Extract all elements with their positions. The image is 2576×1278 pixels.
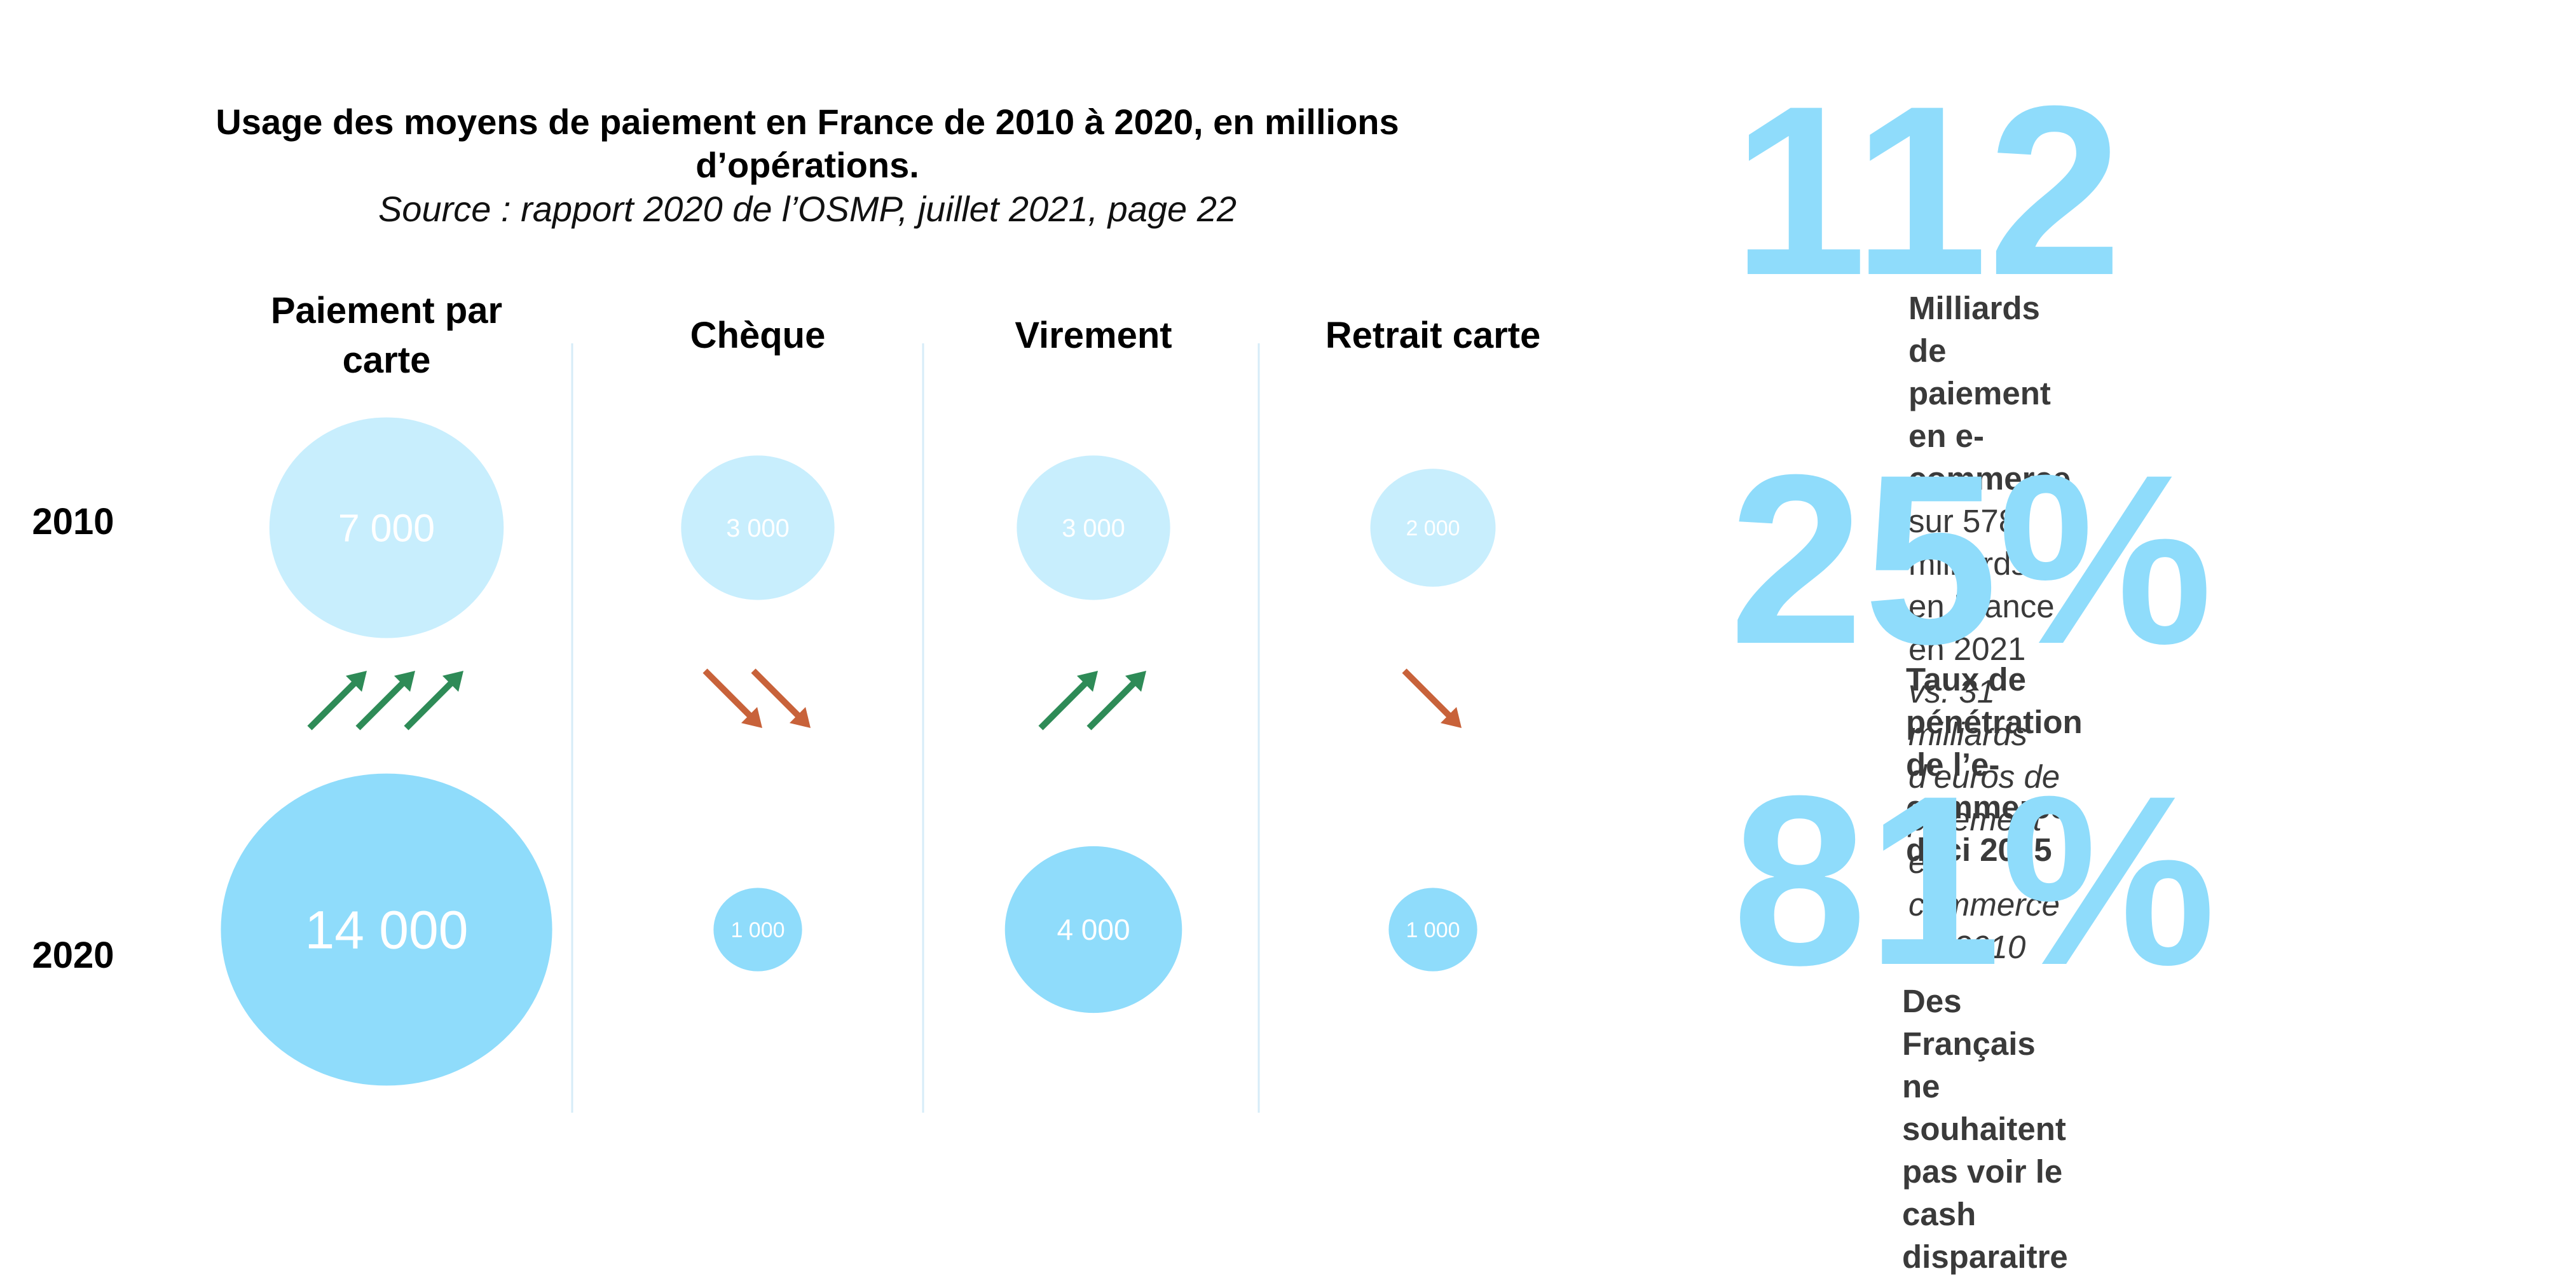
- arrow-up-head-icon: [1125, 671, 1146, 692]
- arrow-down-head-icon: [741, 706, 762, 728]
- stat-112-value: 112: [1732, 55, 2123, 326]
- chart-title: Usage des moyens de paiement en France d…: [121, 100, 1494, 231]
- stat-81-text: Des Français ne souhaitent pas voir le c…: [1902, 980, 2068, 1278]
- category-label: Retrait carte: [1326, 315, 1540, 356]
- category-label: carte: [343, 340, 431, 381]
- arrow-down-icon: [751, 668, 801, 718]
- arrow-down-icon: [1402, 668, 1452, 718]
- arrow-up-head-icon: [394, 671, 415, 692]
- arrow-up-icon: [1086, 680, 1137, 731]
- bubble-label: 7 000: [338, 506, 435, 549]
- arrow-up-icon: [355, 680, 406, 731]
- stat-112-line-1: Milliards de paiement en e-commerce: [1908, 290, 2071, 497]
- arrow-down-icon: [702, 668, 753, 718]
- bubble: [1004, 846, 1182, 1013]
- row-label: 2020: [32, 935, 114, 976]
- stat-112-line-4: commerce en 2010: [1908, 886, 2060, 965]
- stat-25-line-1: Taux de pénétration de l’e-commerce: [1906, 661, 2083, 825]
- bubble-label: 4 000: [1057, 913, 1130, 946]
- stat-25-value: 25%: [1729, 424, 2213, 694]
- stat-25-line-2: d’ici 2025: [1906, 832, 2052, 868]
- chart-title-line-2: d’opérations.: [695, 145, 919, 185]
- bubble-label: 1 000: [730, 918, 784, 942]
- chart-source: Source : rapport 2020 de l’OSMP, juillet…: [378, 189, 1237, 229]
- bubble-label: 3 000: [1062, 514, 1125, 542]
- bubble: [1388, 888, 1477, 972]
- stat-112-line-2: sur 578 milliards en France en 2021: [1908, 503, 2055, 667]
- arrow-up-icon: [404, 680, 454, 731]
- bubble: [713, 888, 802, 972]
- bubble-label: 1 000: [1406, 918, 1460, 942]
- stat-112-line-3: vs. 31 milliards d’euros de paiement e-: [1908, 673, 2060, 880]
- bubble-chart: Paiement par carte Chèque Virement Retrait c…: [32, 290, 1540, 1113]
- stat-81-value: 81%: [1732, 745, 2216, 1015]
- category-label: Chèque: [690, 315, 826, 356]
- bubble: [681, 455, 835, 600]
- row-label: 2010: [32, 501, 114, 542]
- stat-81-line-1: Des Français ne souhaitent pas voir le: [1902, 983, 2066, 1190]
- category-label: Paiement par: [271, 290, 502, 331]
- arrow-up-head-icon: [442, 671, 463, 692]
- arrow-up-head-icon: [1076, 671, 1098, 692]
- arrow-down-head-icon: [789, 706, 811, 728]
- category-label: Virement: [1015, 315, 1172, 356]
- bubble-label: 2 000: [1406, 516, 1460, 540]
- stat-112-text: Milliards de paiement en e-commerce sur …: [1908, 287, 2071, 968]
- bubble: [221, 773, 552, 1086]
- arrow-down-head-icon: [1440, 706, 1462, 728]
- arrow-up-icon: [1038, 680, 1088, 731]
- chart-title-line-1: Usage des moyens de paiement en France d…: [216, 102, 1399, 142]
- infographic: Usage des moyens de paiement en France d…: [32, 55, 2216, 1275]
- bubble: [269, 417, 504, 638]
- stat-81-line-2: cash disparaitre: [1902, 1196, 2068, 1275]
- arrow-up-icon: [307, 680, 357, 731]
- arrow-up-head-icon: [345, 671, 367, 692]
- bubble: [1370, 469, 1496, 587]
- bubble-label: 14 000: [305, 900, 469, 959]
- bubble: [1017, 455, 1170, 600]
- bubble-label: 3 000: [726, 514, 790, 542]
- stat-25-text: Taux de pénétration de l’e-commerce d’ic…: [1906, 658, 2083, 871]
